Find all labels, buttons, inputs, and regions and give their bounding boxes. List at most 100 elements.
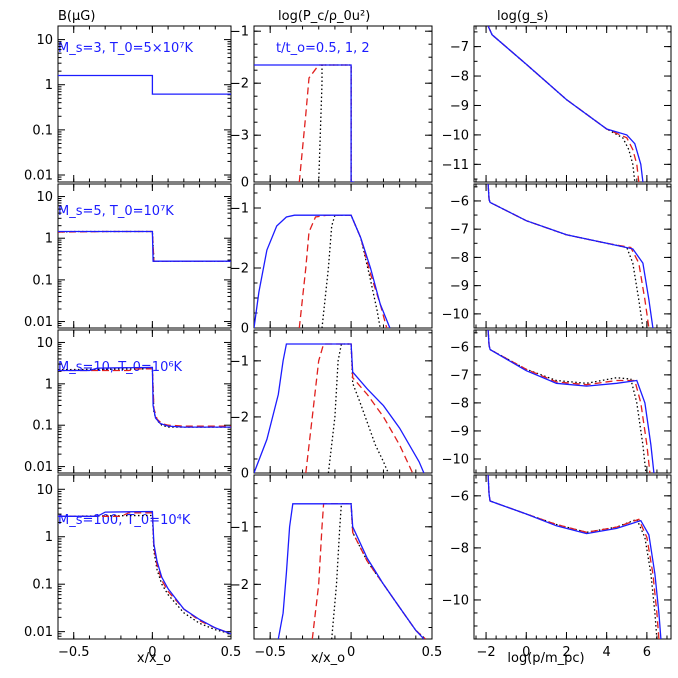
series-line-t1 [305,343,414,473]
y-tick-label: 0 [241,322,249,337]
panel-frame [253,25,433,183]
series-line-t0-5 [327,343,389,473]
y-tick-label: −3 [230,129,249,144]
y-tick-label: 10 [36,33,53,48]
col-title-g: log(g_s) [497,9,549,24]
y-tick-label: −1 [230,520,249,535]
series-line-t2 [58,74,231,95]
series-line-t2 [487,184,654,328]
series-line-t1 [311,503,426,639]
x-tick-label: −0.5 [58,645,90,660]
panel-frame [473,474,672,640]
series-line-t0-5 [58,368,231,428]
y-tick-label: −2 [230,77,249,92]
series-line-t0-5 [58,514,231,635]
panel-frame [473,183,672,329]
y-tick-label: 1 [45,232,53,247]
g-row1-panel: −7 −8 −9 −10 −11 [442,25,672,183]
y-tick-label: −6 [450,489,469,504]
y-tick-label: 1 [45,377,53,392]
y-tick-label: 0.1 [32,123,53,138]
panel-frame [57,183,232,329]
panel-frame [473,329,672,474]
series-line-t1 [298,64,352,182]
x-tick-label: 0 [522,645,530,660]
x-tick-label: 0.5 [221,645,242,660]
y-tick-label: 1 [45,530,53,545]
x-tick-label: 2 [562,645,570,660]
col-title-pressure: log(P_c/ρ_0u²) [278,9,370,24]
y-tick-label: −10 [442,307,469,322]
x-tick-label: −0.5 [254,645,286,660]
panel-frame [253,183,433,329]
P-row1-panel: −1 −2 −3 0 [230,25,433,191]
y-tick-label: −8 [450,70,469,85]
x-tick-label: 0 [148,645,156,660]
g-row2-panel: −6−7−8−9−10 [442,183,672,329]
series-line-t2 [58,230,231,262]
y-tick-label: 0 [241,176,249,191]
series-line-t1 [298,214,388,328]
series-line-t0-5 [58,230,231,262]
panel-frame [253,474,433,640]
y-tick-label: 10 [36,336,53,351]
y-tick-label: 0 [241,467,249,482]
y-tick-label: −9 [450,424,469,439]
y-tick-label: −6 [450,194,469,209]
y-tick-label: 0.1 [32,273,53,288]
y-tick-label: 1 [45,78,53,93]
series-line-t2 [254,64,355,182]
x-tick-label: 0.5 [422,645,443,660]
y-tick-label: 0.01 [24,625,53,640]
y-tick-label: 0.01 [24,460,53,475]
series-line-t0-5 [487,330,647,473]
panel-frame [473,25,672,183]
series-line-t2 [58,366,231,428]
series-line-t0-5 [487,26,636,182]
y-tick-label: 10 [36,483,53,498]
y-tick-label: −7 [450,40,469,55]
P-row2-panel: −1−20 [230,183,433,337]
series-line-t0-5 [487,475,658,639]
series-line-t0-5 [318,64,355,182]
x-tick-label: −2 [476,645,495,660]
B-row3-panel: 0.01 0.1 1 10 [24,329,232,475]
series-line-t2 [254,343,425,473]
y-tick-label: −2 [230,410,249,425]
x-tick-label: 4 [603,645,611,660]
series-line-t1 [58,512,231,635]
series-line-t1 [487,184,650,328]
series-line-t2 [58,510,231,635]
y-tick-label: −1 [230,25,249,40]
series-line-t0-5 [487,184,644,328]
col-title-b: B(μG) [58,9,95,24]
y-tick-label: −2 [230,578,249,593]
B-row4-panel: 0.01 0.1 1 10 −0.5 0 0.5 [24,474,242,660]
y-tick-label: 0.1 [32,419,53,434]
g-row3-panel: −6−7−8−9−10 [442,329,672,474]
y-tick-label: −10 [442,128,469,143]
y-tick-label: 0.1 [32,578,53,593]
series-line-t1 [487,330,651,473]
series-line-t2 [487,330,655,473]
y-tick-label: −9 [450,99,469,114]
series-line-t2 [254,214,391,328]
y-tick-label: −11 [442,158,469,173]
x-label-middle: x/x_o [311,651,345,666]
series-line-t1 [58,230,231,262]
series-line-t1 [487,26,640,182]
series-line-t1 [487,475,660,639]
x-label-right: log(p/m_pc) [507,651,584,666]
time-annotation: t/t_o=0.5, 1, 2 [276,41,370,56]
series-line-t1 [58,368,231,427]
y-tick-label: −7 [450,223,469,238]
panel-frame [57,474,232,640]
x-tick-label: 6 [643,645,651,660]
y-tick-label: −1 [230,354,249,369]
y-tick-label: −7 [450,368,469,383]
y-tick-label: −10 [442,452,469,467]
series-line-t0-5 [331,503,426,639]
series-line-t2 [277,503,425,639]
